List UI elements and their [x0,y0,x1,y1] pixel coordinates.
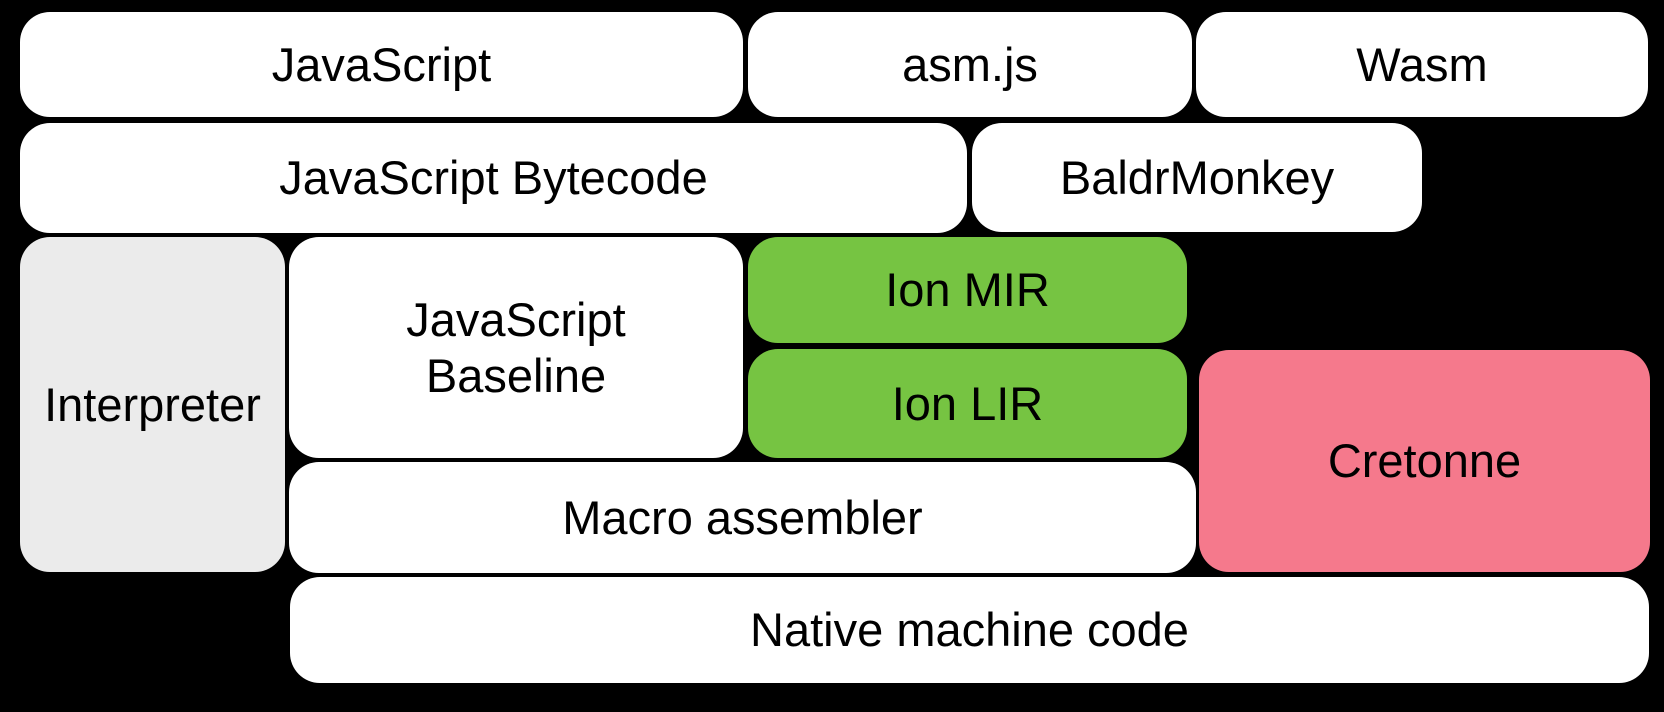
node-wasm: Wasm [1196,12,1648,117]
node-macro-assembler: Macro assembler [289,462,1196,573]
node-javascript-baseline: JavaScript Baseline [289,237,743,458]
node-javascript: JavaScript [20,12,743,117]
node-ion-lir: Ion LIR [748,349,1187,458]
node-interpreter: Interpreter [20,237,285,572]
node-native-machine-code: Native machine code [290,577,1649,683]
node-asmjs: asm.js [748,12,1192,117]
node-cretonne: Cretonne [1199,350,1650,572]
node-baldrmonkey: BaldrMonkey [972,123,1422,232]
node-ion-mir: Ion MIR [748,237,1187,343]
node-javascript-bytecode: JavaScript Bytecode [20,123,967,233]
